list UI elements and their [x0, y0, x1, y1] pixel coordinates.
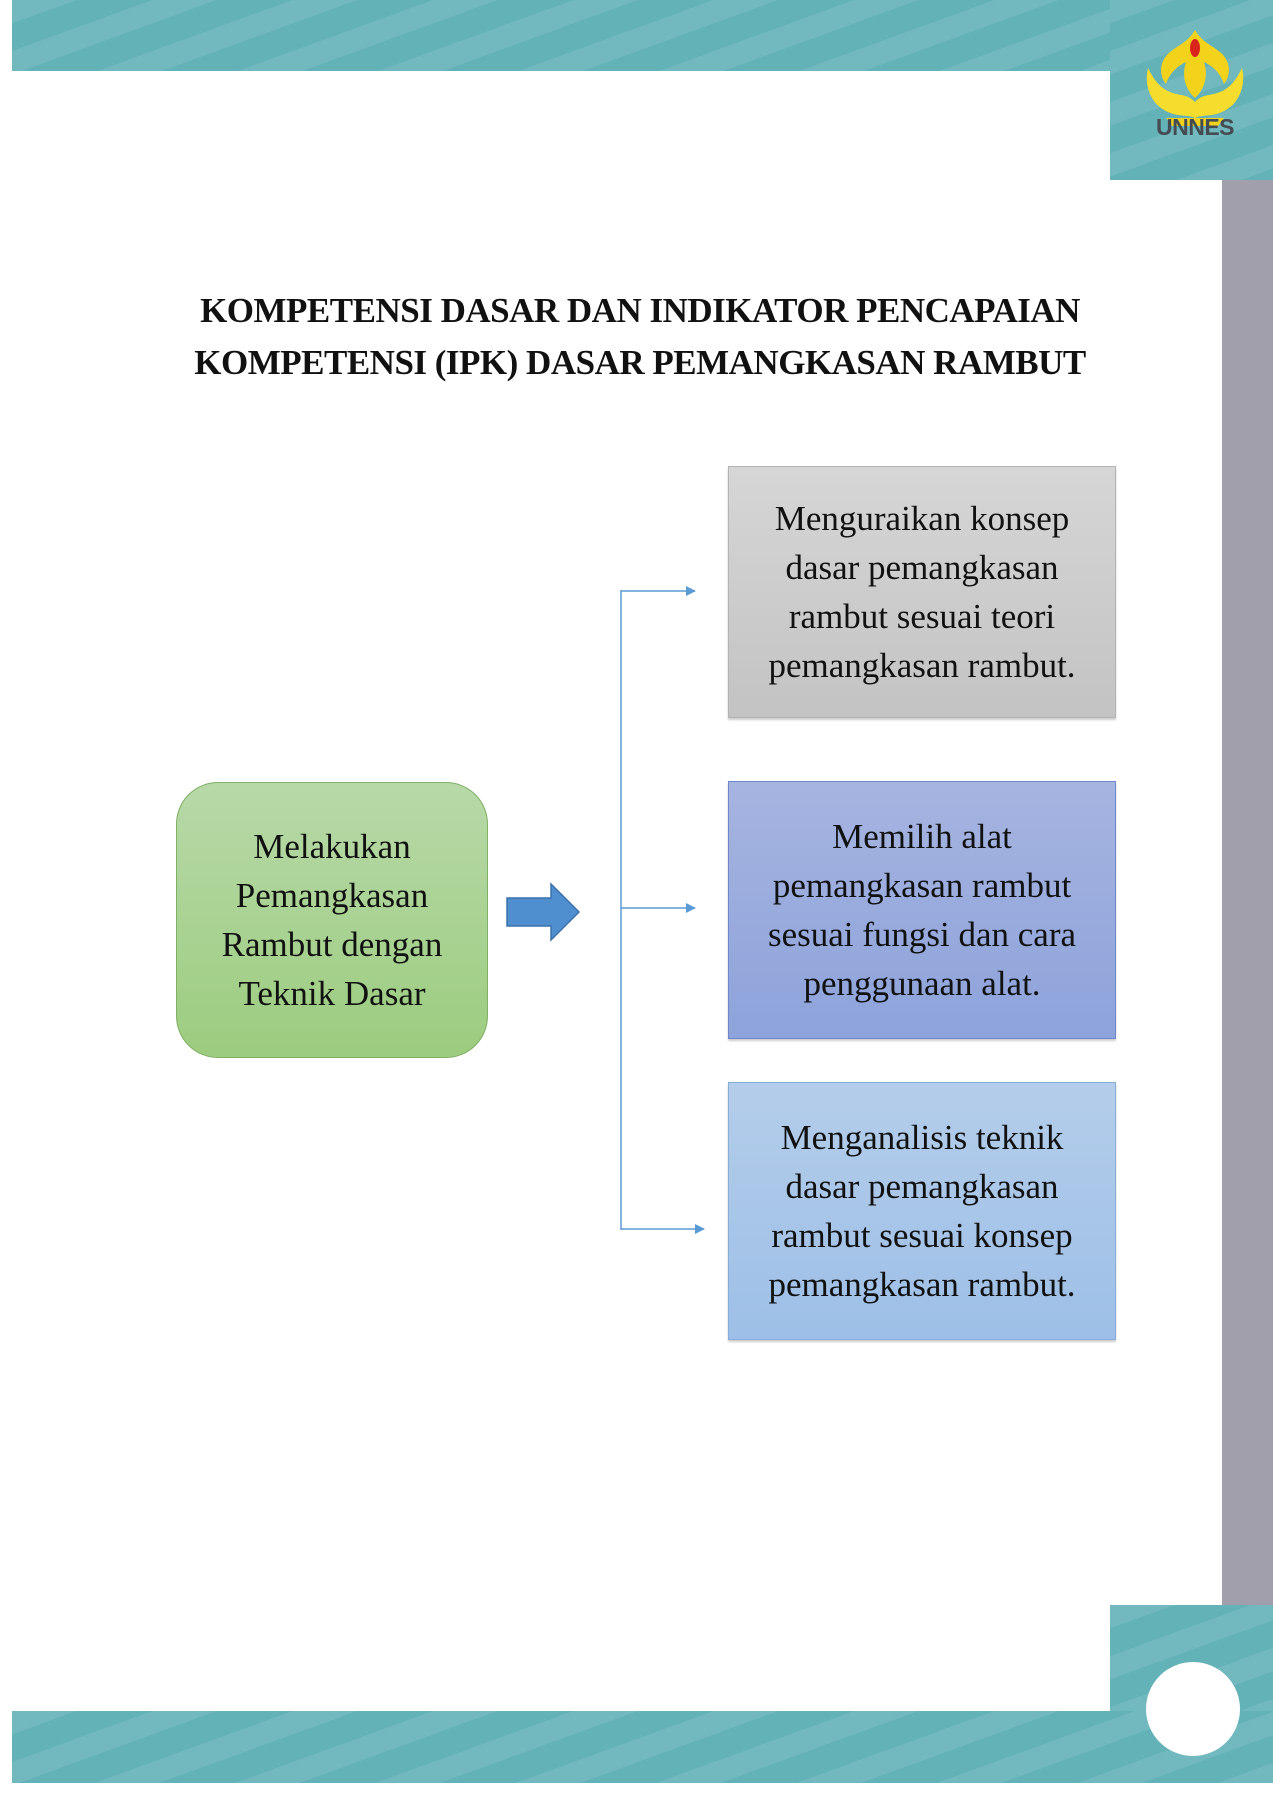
source-node-text: Melakukan Pemangkasan Rambut dengan Tekn… [222, 822, 443, 1018]
side-stripe [1222, 180, 1273, 1605]
target-line: Menguraikan konsep [774, 499, 1070, 538]
target-line: pemangkasan rambut. [768, 1265, 1076, 1304]
target-line: pemangkasan rambut [772, 866, 1072, 905]
target-line: sesuai fungsi dan cara [767, 915, 1077, 954]
source-line: Pemangkasan [235, 876, 429, 915]
page-number-circle [1146, 1662, 1240, 1756]
target-node-text: Memilih alat pemangkasan rambut sesuai f… [768, 812, 1076, 1008]
target-line: Menganalisis teknik [780, 1118, 1064, 1157]
target-line: pemangkasan rambut. [768, 646, 1076, 685]
logo-text: UNNES [1155, 114, 1235, 140]
target-line: dasar pemangkasan [785, 548, 1059, 587]
target-node-text: Menganalisis teknik dasar pemangkasan ra… [768, 1113, 1075, 1309]
source-line: Rambut dengan [221, 925, 443, 964]
target-line: penggunaan alat. [803, 964, 1041, 1003]
target-line: rambut sesuai konsep [771, 1216, 1073, 1255]
target-node-text: Menguraikan konsep dasar pemangkasan ram… [768, 494, 1075, 690]
header-corner-block [1110, 0, 1273, 180]
block-arrow-icon [506, 882, 581, 942]
target-node-2: Memilih alat pemangkasan rambut sesuai f… [728, 781, 1116, 1039]
title-line-2: KOMPETENSI (IPK) DASAR PEMANGKASAN RAMBU… [194, 343, 1086, 382]
source-line: Teknik Dasar [238, 974, 426, 1013]
footer-band [12, 1711, 1273, 1783]
title-line-1: KOMPETENSI DASAR DAN INDIKATOR PENCAPAIA… [200, 291, 1080, 330]
target-line: Memilih alat [832, 817, 1012, 856]
source-node: Melakukan Pemangkasan Rambut dengan Tekn… [176, 782, 488, 1058]
target-line: rambut sesuai teori [788, 597, 1056, 636]
target-line: dasar pemangkasan [785, 1167, 1059, 1206]
unnes-logo-icon [1146, 30, 1244, 126]
target-node-1: Menguraikan konsep dasar pemangkasan ram… [728, 466, 1116, 718]
target-node-3: Menganalisis teknik dasar pemangkasan ra… [728, 1082, 1116, 1340]
page-title: KOMPETENSI DASAR DAN INDIKATOR PENCAPAIA… [150, 285, 1130, 389]
header-band [12, 0, 1273, 71]
source-line: Melakukan [253, 827, 411, 866]
